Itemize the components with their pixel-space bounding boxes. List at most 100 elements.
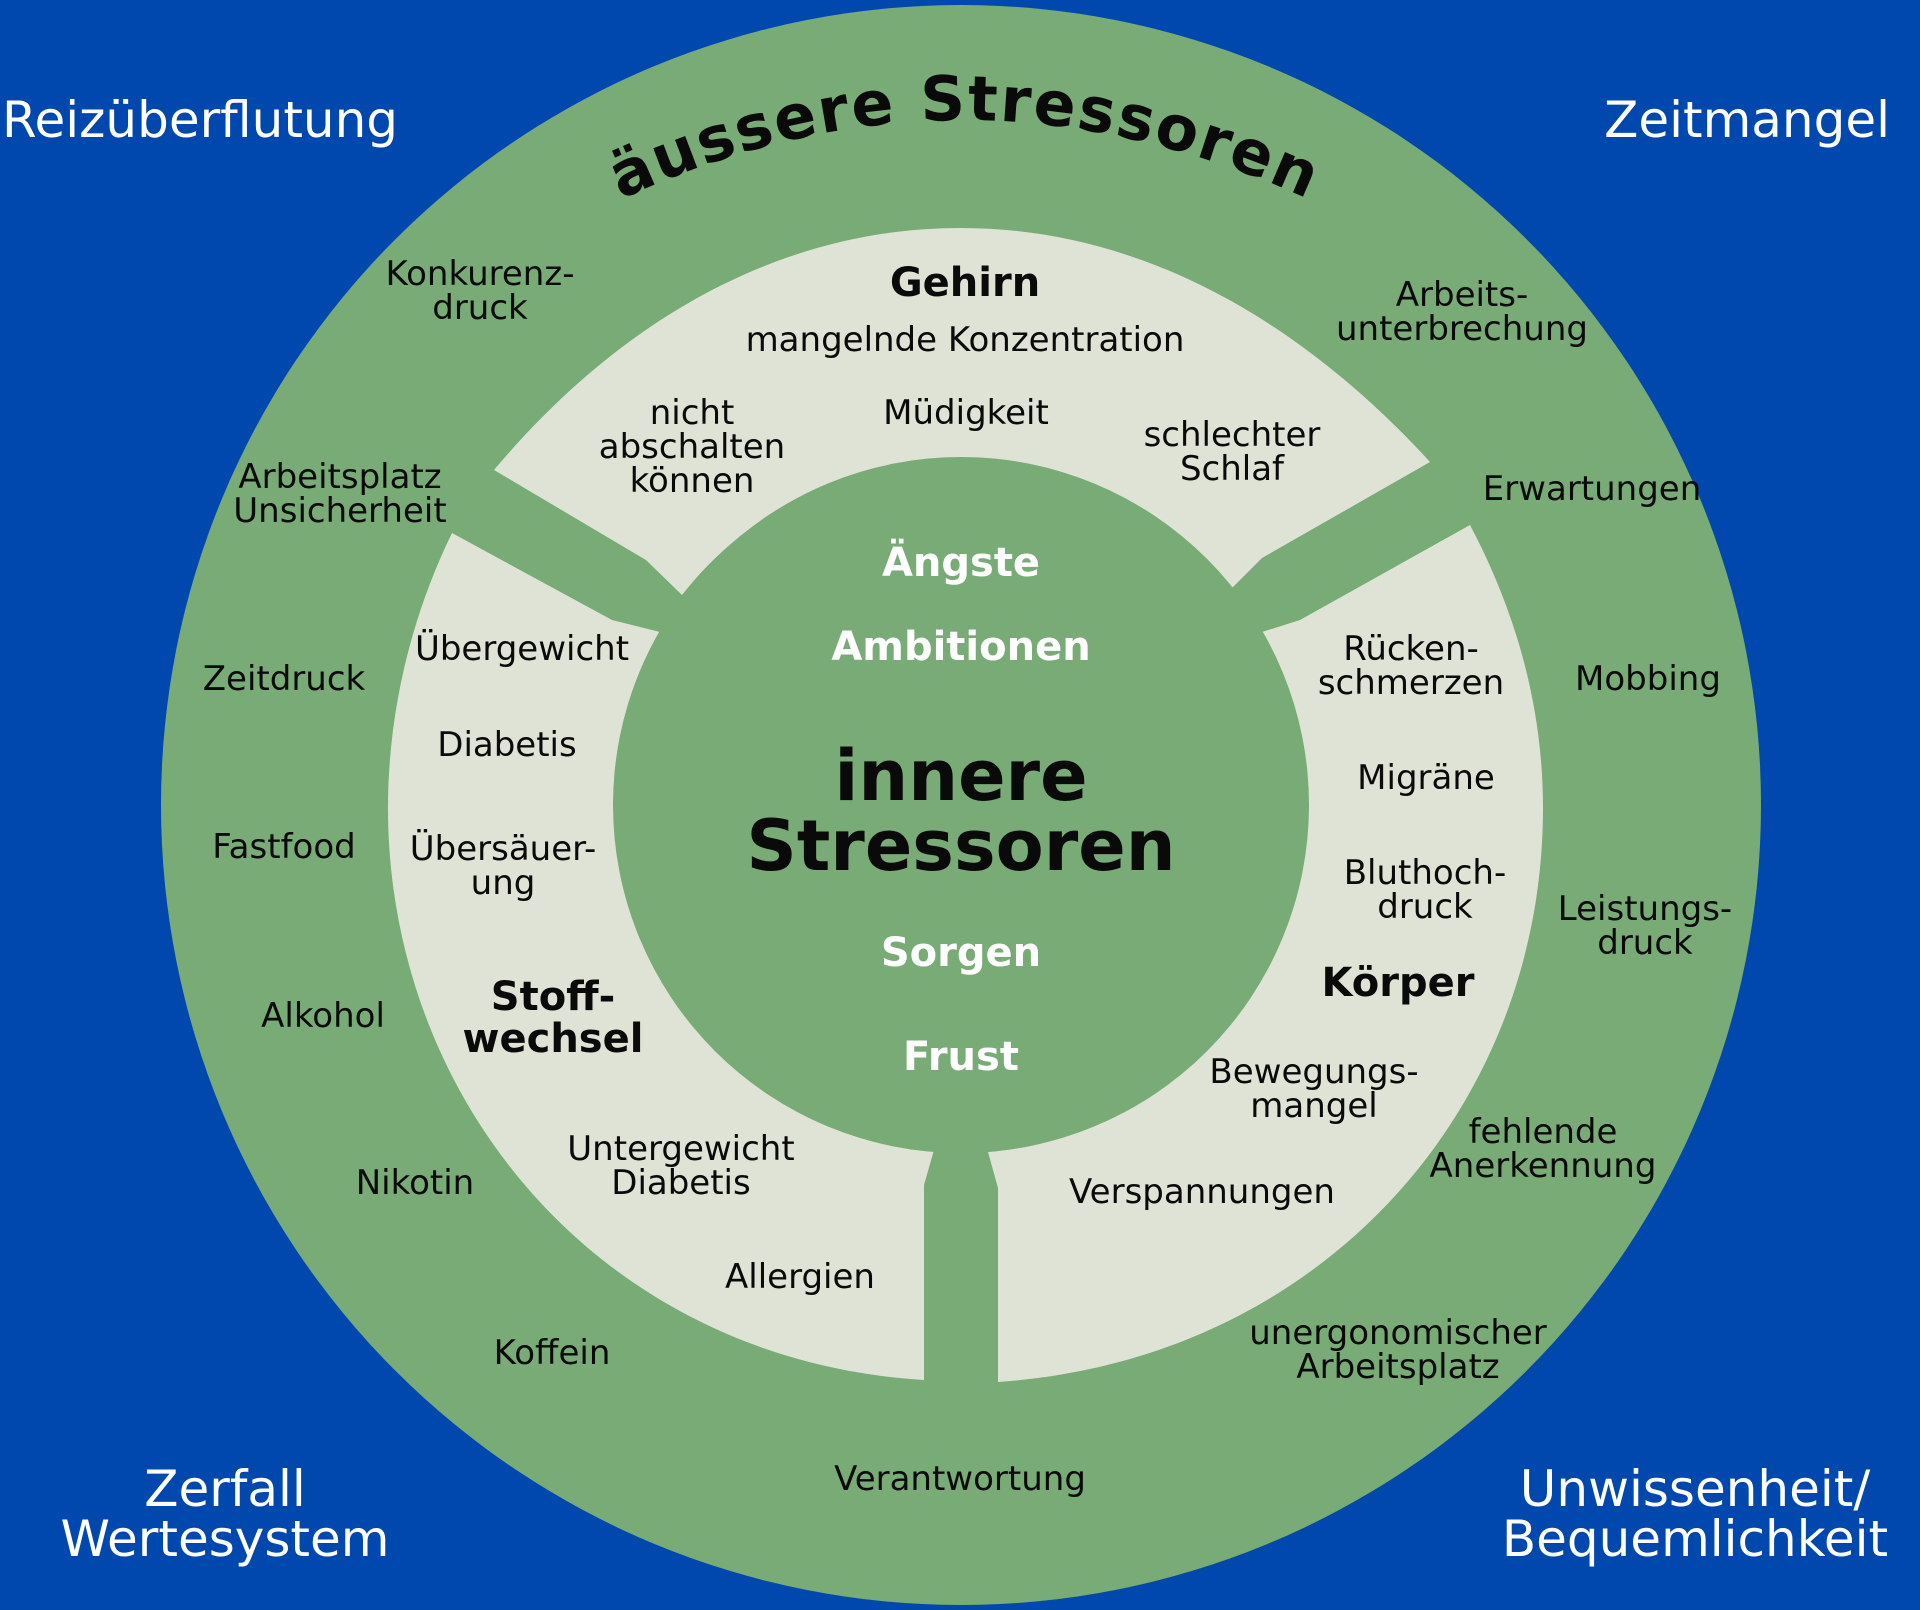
outer-item-zeitdruck: Zeitdruck [203,659,366,699]
segment-koerper-item-verspannungen-line: Verspannungen [1069,1172,1335,1212]
corner-bottom-left-line: Zerfall [144,1460,306,1518]
segment-koerper-title: Körper [1322,960,1475,1006]
segment-stoffwechsel-item-allergien: Allergien [725,1257,875,1297]
outer-item-mobbing: Mobbing [1575,659,1721,699]
center-item-2-line: Sorgen [881,930,1041,976]
center-title-line: innere [834,735,1087,817]
outer-item-zeitdruck-line: Zeitdruck [203,659,366,699]
outer-item-konkurenzdruck: Konkurenz-druck [386,254,575,328]
center-item-0: Ängste [882,538,1040,586]
segment-koerper [988,525,1543,1382]
segment-gehirn-item-mangelnde-konzentration: mangelnde Konzentration [746,320,1185,360]
segment-stoffwechsel-title: Stoff-wechsel [463,974,644,1062]
segment-gehirn-shape [494,228,1430,595]
segment-stoffwechsel-item-uebergewicht-line: Übergewicht [415,628,629,669]
outer-item-verantwortung-line: Verantwortung [834,1459,1086,1499]
segment-koerper-item-rueckenschmerzen-line: Rücken- [1343,629,1479,669]
segment-stoffwechsel-item-untergewicht-diabetis-line: Diabetis [611,1163,750,1203]
segment-stoffwechsel-item-uebersaeuerung: Übersäuer-ung [410,828,596,903]
segment-gehirn-title: Gehirn [890,260,1040,306]
outer-item-unergonomischer-arbeitsplatz-line: Arbeitsplatz [1296,1347,1499,1387]
segment-koerper-item-bewegungsmangel-line: Bewegungs- [1209,1052,1418,1092]
segment-gehirn [494,228,1430,595]
outer-item-mobbing-line: Mobbing [1575,659,1721,699]
segment-gehirn-item-mangelnde-konzentration-line: mangelnde Konzentration [746,320,1185,360]
corner-top-left-line: Reizüberflutung [2,91,398,149]
segment-koerper-item-migraene: Migräne [1357,758,1495,798]
segment-stoffwechsel [388,533,934,1380]
segment-gehirn-item-muedigkeit: Müdigkeit [883,393,1049,433]
corner-bottom-right: Unwissenheit/Bequemlichkeit [1502,1460,1888,1568]
outer-item-nikotin: Nikotin [356,1163,475,1203]
segment-stoffwechsel-title-line: Stoff- [491,974,615,1020]
outer-item-konkurenzdruck-line: Konkurenz- [386,254,575,294]
segment-gehirn-item-schlechter-schlaf-line: schlechter [1144,415,1321,455]
center-item-3-line: Frust [903,1034,1019,1080]
segment-gehirn-item-muedigkeit-line: Müdigkeit [883,393,1049,433]
outer-item-erwartungen-line: Erwartungen [1483,469,1702,509]
segment-stoffwechsel-item-uebersaeuerung-line: ung [471,863,536,903]
segment-stoffwechsel-item-untergewicht-diabetis-line: Untergewicht [567,1129,794,1169]
segment-koerper-item-bluthochdruck-line: druck [1377,887,1473,927]
outer-item-leistungsdruck: Leistungs-druck [1558,889,1732,963]
outer-item-fehlende-anerkennung-line: Anerkennung [1430,1146,1657,1186]
segment-stoffwechsel-item-uebergewicht: Übergewicht [415,628,629,669]
outer-item-arbeitsunterbrechung-line: unterbrechung [1336,309,1588,349]
corner-bottom-right-line: Unwissenheit/ [1520,1460,1871,1518]
segment-koerper-shape [988,525,1543,1382]
segment-koerper-item-migraene-line: Migräne [1357,758,1495,798]
outer-item-fastfood-line: Fastfood [212,827,355,867]
outer-item-koffein: Koffein [494,1333,611,1373]
outer-item-arbeitsplatz-unsicherheit-line: Unsicherheit [233,491,446,531]
segment-stoffwechsel-title-line: wechsel [463,1016,644,1062]
outer-item-leistungsdruck-line: Leistungs- [1558,889,1732,929]
outer-item-unergonomischer-arbeitsplatz-line: unergonomischer [1249,1313,1547,1353]
segment-koerper-item-rueckenschmerzen-line: schmerzen [1318,663,1504,703]
outer-item-koffein-line: Koffein [494,1333,611,1373]
outer-item-fehlende-anerkennung-line: fehlende [1469,1112,1618,1152]
outer-item-leistungsdruck-line: druck [1597,923,1693,963]
corner-top-right-line: Zeitmangel [1604,91,1890,149]
center-item-1: Ambitionen [831,624,1090,670]
center-item-2: Sorgen [881,930,1041,976]
outer-item-erwartungen: Erwartungen [1483,469,1702,509]
segment-stoffwechsel-item-allergien-line: Allergien [725,1257,875,1297]
outer-item-arbeitsunterbrechung-line: Arbeits- [1396,275,1529,315]
segment-stoffwechsel-item-diabetis: Diabetis [437,725,576,765]
segment-koerper-item-rueckenschmerzen: Rücken-schmerzen [1318,629,1504,703]
outer-item-alkohol-line: Alkohol [261,996,385,1036]
outer-item-konkurenzdruck-line: druck [432,288,528,328]
segment-stoffwechsel-item-uebersaeuerung-line: Übersäuer- [410,828,596,869]
outer-item-nikotin-line: Nikotin [356,1163,475,1203]
segment-koerper-item-bluthochdruck-line: Bluthoch- [1344,853,1507,893]
center-item-0-line: Ängste [882,538,1040,586]
outer-item-arbeitsplatz-unsicherheit-line: Arbeitsplatz [238,457,441,497]
segment-koerper-item-bluthochdruck: Bluthoch-druck [1344,853,1507,927]
segment-stoffwechsel-item-diabetis-line: Diabetis [437,725,576,765]
segment-gehirn-title-line: Gehirn [890,260,1040,306]
segment-gehirn-item-nicht-abschalten-line: abschalten [599,427,785,467]
center-title-line: Stressoren [746,805,1175,887]
segment-koerper-item-verspannungen: Verspannungen [1069,1172,1335,1212]
outer-item-verantwortung: Verantwortung [834,1459,1086,1499]
corner-bottom-left-line: Wertesystem [61,1510,390,1568]
corner-top-right: Zeitmangel [1604,91,1890,149]
segment-koerper-item-bewegungsmangel: Bewegungs-mangel [1209,1052,1418,1126]
segment-koerper-title-line: Körper [1322,960,1475,1006]
corner-top-left: Reizüberflutung [2,91,398,149]
outer-item-arbeitsunterbrechung: Arbeits-unterbrechung [1336,275,1588,349]
outer-item-fastfood: Fastfood [212,827,355,867]
segment-koerper-item-bewegungsmangel-line: mangel [1250,1086,1377,1126]
corner-bottom-right-line: Bequemlichkeit [1502,1510,1888,1568]
